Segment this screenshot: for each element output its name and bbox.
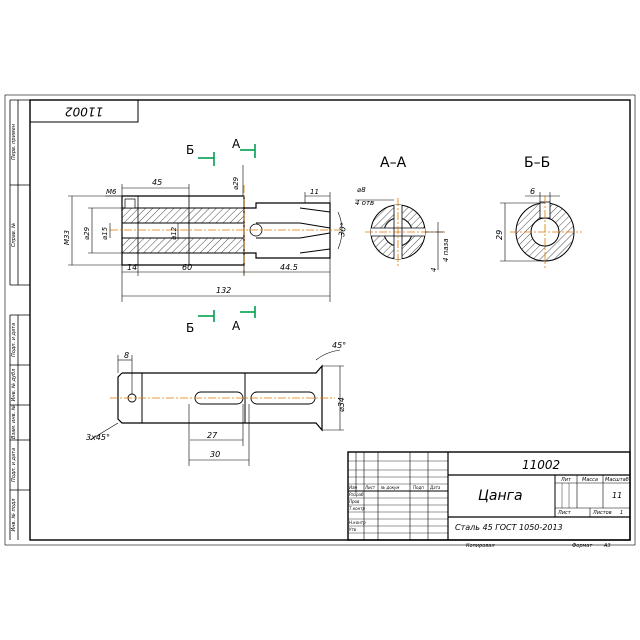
- dim-bb-dia29: 29: [495, 230, 504, 240]
- dim-bottom-45deg: 45°: [332, 341, 346, 350]
- section-bb: Б–Б 6 29: [495, 155, 582, 268]
- side-label-5: Подп. и дата: [11, 448, 17, 482]
- dim-45: 45: [152, 178, 162, 187]
- tb-row-1: Пров: [349, 499, 360, 504]
- dim-angle30: 30°: [337, 222, 348, 238]
- dim-aa-slot-w: 4: [430, 268, 438, 272]
- side-label-3: Инв. № дубл: [11, 368, 17, 401]
- side-label-1: Справ. №: [11, 223, 17, 247]
- section-bb-title: Б–Б: [524, 155, 550, 171]
- number-stamp-text: 11002: [65, 105, 103, 119]
- tb-row-4: Утв: [349, 527, 357, 532]
- dim-bottom-27: 27: [207, 431, 218, 440]
- cut-a-label-bottom: А: [232, 319, 241, 333]
- main-view: Б А Б А М6 45 ⌀29 11 М33 ⌀29: [63, 137, 348, 335]
- footer-format-value: А3: [603, 543, 611, 549]
- dim-132: 132: [216, 286, 231, 295]
- tb-scale-value: 11: [612, 491, 622, 500]
- tb-header-mass: Масса: [582, 477, 598, 483]
- side-label-0: Перв. примен: [11, 123, 17, 160]
- dim-14: 14: [127, 263, 137, 272]
- tb-col-4: Дата: [429, 485, 441, 490]
- tb-material: Сталь 45 ГОСТ 1050-2013: [455, 523, 563, 532]
- dim-dia12: ⌀12: [170, 226, 178, 240]
- footer-copied: Копировал: [466, 543, 495, 549]
- number-stamp: 11002: [29, 99, 139, 123]
- cut-b-label-top: Б: [186, 143, 194, 157]
- dim-dia29-left: ⌀29: [83, 226, 91, 240]
- tb-col-0: Изм: [349, 485, 357, 490]
- dim-aa-holes: 4 отв: [355, 199, 374, 207]
- dim-bb-key6: 6: [530, 187, 535, 196]
- tb-part-name: Цанга: [478, 488, 523, 504]
- dim-dia15: ⌀15: [101, 226, 109, 240]
- tb-sheet-label: Лист: [557, 510, 572, 516]
- dim-bottom-chamfer: 3х45°: [86, 433, 110, 442]
- tb-row-0: Разраб: [349, 492, 364, 497]
- tb-sheets-value: 1: [620, 510, 623, 516]
- bottom-view: 8 45° ⌀34 3х45° 27 30: [86, 341, 346, 466]
- title-block: Изм Лист № докум Подп Дата Разраб Пров Т…: [347, 451, 631, 541]
- dim-bottom-8: 8: [124, 351, 129, 360]
- section-aa: А–А ⌀8 4 отв 4 4 паза: [355, 155, 450, 272]
- side-label-4: Взам. инв. №: [11, 405, 17, 439]
- tb-header-scale: Масштаб: [605, 477, 629, 483]
- tb-col-1: Лист: [364, 485, 376, 490]
- side-label-6: Инв. № подл: [11, 498, 17, 532]
- footer-format: Формат: [572, 543, 593, 549]
- tb-row-2: Т.контр: [349, 506, 366, 511]
- dim-60: 60: [182, 263, 192, 272]
- side-column: Перв. примен Справ. № Подп. и дата Инв. …: [9, 99, 30, 540]
- side-label-2: Подп. и дата: [11, 323, 17, 357]
- tb-drawing-number: 11002: [522, 458, 560, 472]
- dim-m6: М6: [106, 188, 117, 196]
- cut-b-label-bottom: Б: [186, 321, 194, 335]
- inner-frame: [29, 99, 631, 541]
- tb-sheets-label: Листов: [592, 510, 612, 516]
- tb-col-2: № докум: [380, 485, 399, 490]
- section-aa-title: А–А: [380, 155, 407, 171]
- outer-frame: [4, 94, 636, 546]
- dim-aa-slots: 4 паза: [442, 238, 450, 262]
- cut-a-label-top: А: [232, 137, 241, 151]
- tb-col-3: Подп: [413, 485, 424, 490]
- dim-bottom-dia34: ⌀34: [337, 397, 346, 412]
- tb-row-3: Н.контр: [349, 520, 366, 525]
- dim-aa-dia8: ⌀8: [357, 186, 366, 194]
- dim-44-5: 44.5: [280, 263, 298, 272]
- dim-11: 11: [310, 188, 319, 196]
- dim-m33: М33: [63, 230, 71, 245]
- dim-bottom-30: 30: [210, 450, 220, 459]
- tb-header-lit: Лит: [560, 477, 572, 483]
- dim-dia29-top: ⌀29: [232, 176, 240, 190]
